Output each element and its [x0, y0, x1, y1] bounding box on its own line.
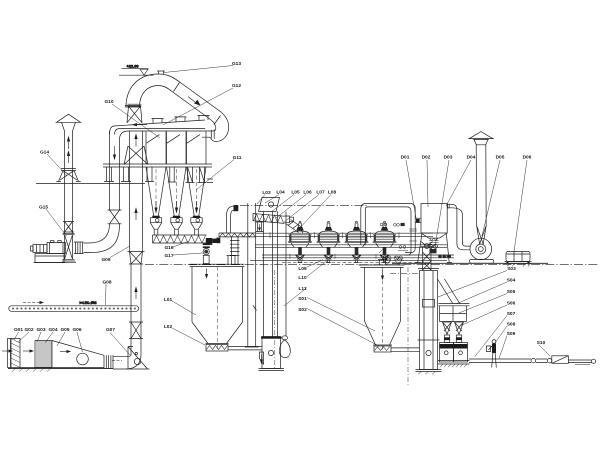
- svg-text:G07: G07: [106, 327, 115, 333]
- svg-text:L07: L07: [316, 190, 325, 196]
- svg-text:G04: G04: [48, 327, 57, 333]
- svg-text:L06: L06: [303, 190, 312, 196]
- svg-text:S01: S01: [298, 296, 307, 302]
- svg-text:G10: G10: [104, 99, 113, 105]
- svg-text:G09: G09: [101, 257, 110, 263]
- svg-text:L04: L04: [276, 190, 285, 196]
- svg-text:S04: S04: [507, 278, 516, 284]
- svg-text:L03: L03: [262, 190, 271, 196]
- svg-text:D02: D02: [422, 155, 431, 161]
- svg-text:L05: L05: [291, 190, 300, 196]
- svg-text:G08: G08: [102, 280, 111, 286]
- svg-text:S06: S06: [507, 301, 516, 307]
- svg-text:G17: G17: [164, 253, 173, 259]
- svg-text:G16: G16: [164, 245, 173, 251]
- svg-text:L11: L11: [298, 286, 306, 292]
- svg-text:G02: G02: [24, 327, 33, 333]
- svg-text:L08: L08: [328, 190, 337, 196]
- svg-text:G06: G06: [72, 327, 81, 333]
- svg-text:G12: G12: [232, 83, 241, 89]
- svg-text:S09: S09: [507, 331, 516, 337]
- svg-text:S05: S05: [507, 289, 516, 295]
- svg-text:G03: G03: [36, 327, 45, 333]
- svg-text:G11: G11: [233, 155, 242, 161]
- svg-text:D03: D03: [444, 155, 453, 161]
- svg-text:G14: G14: [40, 150, 49, 156]
- svg-text:+22.00: +22.00: [126, 63, 139, 68]
- svg-text:G05: G05: [60, 327, 69, 333]
- svg-text:S10: S10: [537, 340, 546, 346]
- svg-text:S08: S08: [507, 322, 516, 328]
- svg-text:S02: S02: [298, 307, 307, 313]
- svg-text:G01: G01: [14, 327, 23, 333]
- svg-text:L10: L10: [298, 275, 307, 281]
- svg-text:S03: S03: [507, 266, 516, 272]
- svg-text:D01: D01: [401, 155, 410, 161]
- svg-text:S07: S07: [507, 311, 516, 317]
- svg-text:D04: D04: [467, 155, 476, 161]
- svg-text:i=4.5‰ Ø98: i=4.5‰ Ø98: [79, 301, 96, 305]
- svg-text:L01: L01: [164, 297, 173, 303]
- svg-text:L02: L02: [164, 324, 173, 330]
- svg-text:G15: G15: [39, 205, 48, 211]
- svg-text:D06: D06: [523, 155, 532, 161]
- svg-text:D05: D05: [496, 155, 505, 161]
- svg-text:G13: G13: [232, 61, 241, 67]
- svg-text:L09: L09: [298, 266, 307, 272]
